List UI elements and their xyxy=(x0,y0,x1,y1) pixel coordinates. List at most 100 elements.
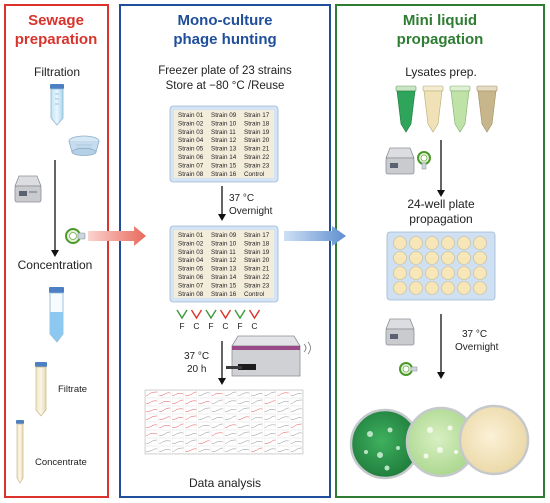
well xyxy=(457,236,471,250)
growth-curve xyxy=(291,423,302,428)
growth-curve xyxy=(185,448,197,452)
growth-curve xyxy=(159,425,171,428)
strain-label: Strain 09 xyxy=(211,112,237,119)
growth-curve xyxy=(212,432,223,436)
growth-curve xyxy=(291,441,302,444)
strain-label: Strain 10 xyxy=(211,120,237,127)
growth-curve xyxy=(185,400,197,404)
well xyxy=(473,236,487,250)
mini-incubation-temp: 37 °C xyxy=(462,329,487,340)
strain-label: Strain 04 xyxy=(178,257,204,264)
well xyxy=(425,281,439,295)
strain-label: Strain 10 xyxy=(211,240,237,247)
growth-curve xyxy=(251,393,263,396)
fc-label: F xyxy=(179,321,184,331)
strain-label: Strain 15 xyxy=(211,282,237,289)
strain-label: Strain 07 xyxy=(178,162,204,169)
strain-label: Strain 02 xyxy=(178,240,204,247)
pipette-mark xyxy=(205,309,217,320)
strain-label: Strain 03 xyxy=(178,249,204,256)
growth-curve xyxy=(185,439,197,444)
well xyxy=(425,236,439,250)
growth-curve xyxy=(212,417,223,420)
eppendorf-tube-icon xyxy=(395,85,498,133)
well xyxy=(441,251,455,265)
growth-curve xyxy=(212,408,223,412)
growth-curve xyxy=(238,392,250,396)
sewage-title-line2: preparation xyxy=(15,31,98,48)
strain-label: Strain 18 xyxy=(244,240,270,247)
well xyxy=(473,251,487,265)
sewage-flow-arrowhead xyxy=(51,250,59,257)
growth-curve xyxy=(185,433,197,436)
strain-label: Strain 09 xyxy=(211,232,237,239)
pipette-mark xyxy=(190,309,203,320)
strain-label: Strain 06 xyxy=(178,274,204,281)
growth-curve xyxy=(172,432,184,436)
fc-label: C xyxy=(193,321,199,331)
growth-curve xyxy=(225,448,237,452)
growth-curve xyxy=(238,407,250,412)
pipette-mark xyxy=(219,309,232,320)
strain-label: Strain 06 xyxy=(178,154,204,161)
growth-curve xyxy=(264,448,276,452)
growth-curve xyxy=(225,415,236,420)
mono-arrowhead-2 xyxy=(218,378,226,385)
sewage-to-mono-arrow xyxy=(88,226,146,246)
mono-arrowhead-1 xyxy=(218,214,226,221)
growth-curve xyxy=(146,409,158,412)
growth-curve xyxy=(291,417,302,420)
mini-arrowhead-1 xyxy=(437,190,445,197)
growth-curve xyxy=(225,400,236,404)
growth-curves-icon xyxy=(144,389,304,455)
pipette-mark xyxy=(176,309,188,320)
growth-curve xyxy=(146,448,158,452)
growth-curve xyxy=(225,424,237,428)
growth-curve xyxy=(225,391,236,396)
well-plate-24-icon xyxy=(386,231,496,301)
strain-label: Strain 21 xyxy=(244,146,270,153)
well xyxy=(409,266,423,280)
strain-label: Strain 20 xyxy=(244,257,270,264)
growth-curve xyxy=(264,439,276,444)
strain-label: Strain 05 xyxy=(178,146,204,153)
filter-cup-icon xyxy=(68,135,100,156)
growth-curve xyxy=(225,439,236,444)
freezer-plate-text-line2: Store at −80 °C /Reuse xyxy=(166,80,285,92)
growth-curve xyxy=(291,432,302,436)
mini-title-line2: propagation xyxy=(397,31,484,48)
petri-dish-icon xyxy=(349,404,530,480)
mini-arrowhead-2 xyxy=(437,372,445,379)
growth-curve xyxy=(159,392,171,396)
mini-panel xyxy=(335,4,545,498)
strain-label: Strain 14 xyxy=(211,274,237,281)
well xyxy=(441,266,455,280)
well xyxy=(393,236,407,250)
growth-curve xyxy=(238,425,250,428)
strain-label: Strain 11 xyxy=(211,249,236,256)
sewage-panel xyxy=(4,4,109,498)
well xyxy=(409,236,423,250)
strain-label: Strain 16 xyxy=(211,291,237,298)
well xyxy=(457,266,471,280)
filtrate-tube-icon xyxy=(35,362,47,417)
pipette-mark xyxy=(248,309,261,320)
growth-curve xyxy=(212,447,223,452)
growth-curve xyxy=(146,439,157,444)
mono-title-line2: phage hunting xyxy=(173,31,276,48)
growth-curve xyxy=(251,423,263,428)
growth-curve xyxy=(159,449,171,452)
growth-curve xyxy=(146,415,157,420)
growth-curve xyxy=(212,393,223,396)
concentration-label: Concentration xyxy=(18,258,93,272)
growth-curve xyxy=(172,417,184,420)
strain-label: Strain 05 xyxy=(178,266,204,273)
mono-panel xyxy=(119,4,331,498)
growth-curve xyxy=(146,400,158,404)
growth-curve xyxy=(251,432,263,436)
growth-curve xyxy=(212,441,223,444)
